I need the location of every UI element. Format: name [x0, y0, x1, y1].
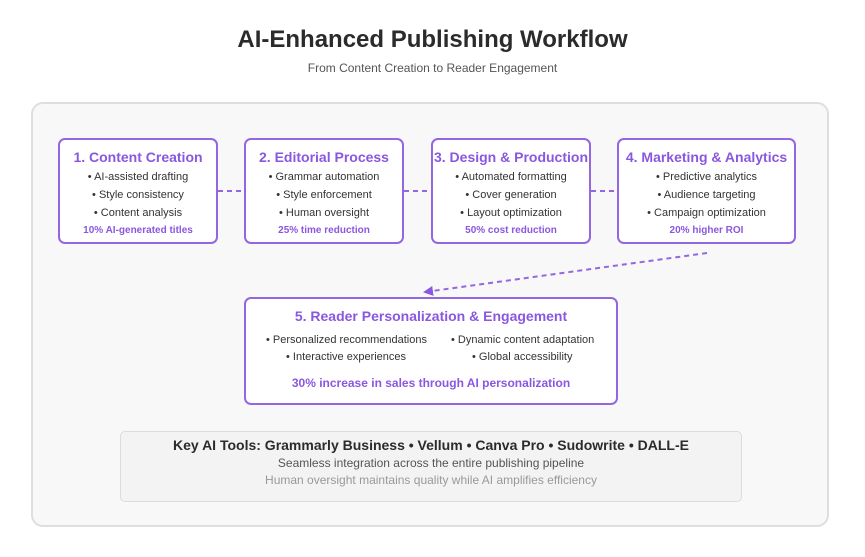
stage-item: • Style consistency	[92, 189, 184, 201]
stage-title: 3. Design & Production	[433, 149, 588, 165]
stage-metric: 50% cost reduction	[465, 225, 557, 236]
stage-metric: 10% AI-generated titles	[83, 225, 193, 236]
stage-item: • Global accessibility	[472, 351, 573, 363]
stage-content-creation: 1. Content Creation • AI-assisted drafti…	[58, 138, 218, 244]
stage-marketing-analytics: 4. Marketing & Analytics • Predictive an…	[617, 138, 796, 244]
key-tools-line2: Human oversight maintains quality while …	[265, 473, 597, 487]
stage-item: • Style enforcement	[276, 189, 372, 201]
stage-item: • Cover generation	[465, 189, 557, 201]
page-title: AI-Enhanced Publishing Workflow	[237, 26, 628, 53]
stage-design-production: 3. Design & Production • Automated forma…	[431, 138, 591, 244]
stage-title: 2. Editorial Process	[259, 149, 389, 165]
stage-title: 4. Marketing & Analytics	[625, 149, 788, 165]
stage-editorial-process: 2. Editorial Process • Grammar automatio…	[244, 138, 404, 244]
stage-metric: 30% increase in sales through AI persona…	[291, 376, 571, 390]
stage-metric: 25% time reduction	[278, 225, 370, 236]
stage-item: • Automated formatting	[455, 171, 567, 183]
key-tools-line1: Seamless integration across the entire p…	[277, 456, 585, 470]
stage-title: 1. Content Creation	[73, 149, 203, 165]
stage-item: • Content analysis	[93, 207, 183, 219]
key-tools-box: Key AI Tools: Grammarly Business • Vellu…	[120, 431, 742, 502]
stage-item: • Layout optimization	[460, 207, 562, 219]
stage-item: • Audience targeting	[657, 189, 756, 201]
stage-item: • Interactive experiences	[286, 351, 407, 363]
stage-item: • Campaign optimization	[647, 207, 766, 219]
stage-item: • Grammar automation	[268, 171, 380, 183]
stage-item: • Predictive analytics	[655, 171, 758, 183]
stage-item: • Dynamic content adaptation	[451, 334, 595, 346]
stage-metric: 20% higher ROI	[669, 225, 744, 236]
page-subtitle: From Content Creation to Reader Engageme…	[307, 61, 558, 75]
connector-4-5-arrow	[423, 252, 708, 296]
stage-title: 5. Reader Personalization & Engagement	[294, 308, 568, 324]
stage-item: • Personalized recommendations	[266, 334, 427, 346]
stage-item: • AI-assisted drafting	[87, 171, 189, 183]
key-tools-heading: Key AI Tools: Grammarly Business • Vellu…	[173, 437, 689, 453]
stage-item: • Human oversight	[278, 207, 370, 219]
stage-reader-personalization: 5. Reader Personalization & Engagement •…	[244, 297, 618, 405]
